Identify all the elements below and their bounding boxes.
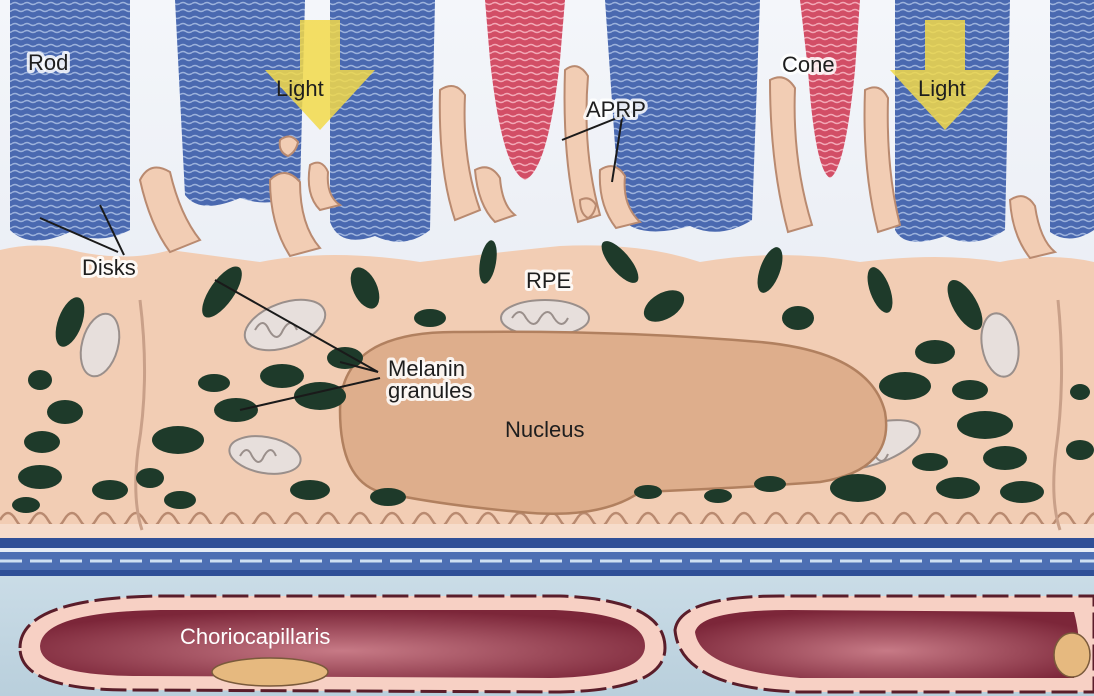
disks-label: Disks [82,255,136,280]
cone-label: Cone [782,52,835,77]
light-label-left: Light [276,76,324,101]
rod-label: Rod [28,50,68,75]
bruch-membrane [0,538,1094,576]
choriocapillaris-vessel-right [675,596,1094,692]
choriocapillaris-vessel-left [20,596,665,692]
aprp-label: APRP [586,97,646,122]
melanin-granules-label-line2: granules [388,378,472,403]
light-label-right: Light [918,76,966,101]
choriocapillaris-label: Choriocapillaris [180,624,330,649]
rod-outer-segment [1050,0,1094,239]
rod-outer-segment [330,0,435,242]
nucleus-label: Nucleus [505,417,584,442]
rod-outer-segment [10,0,130,241]
rpe-label: RPE [526,268,571,293]
